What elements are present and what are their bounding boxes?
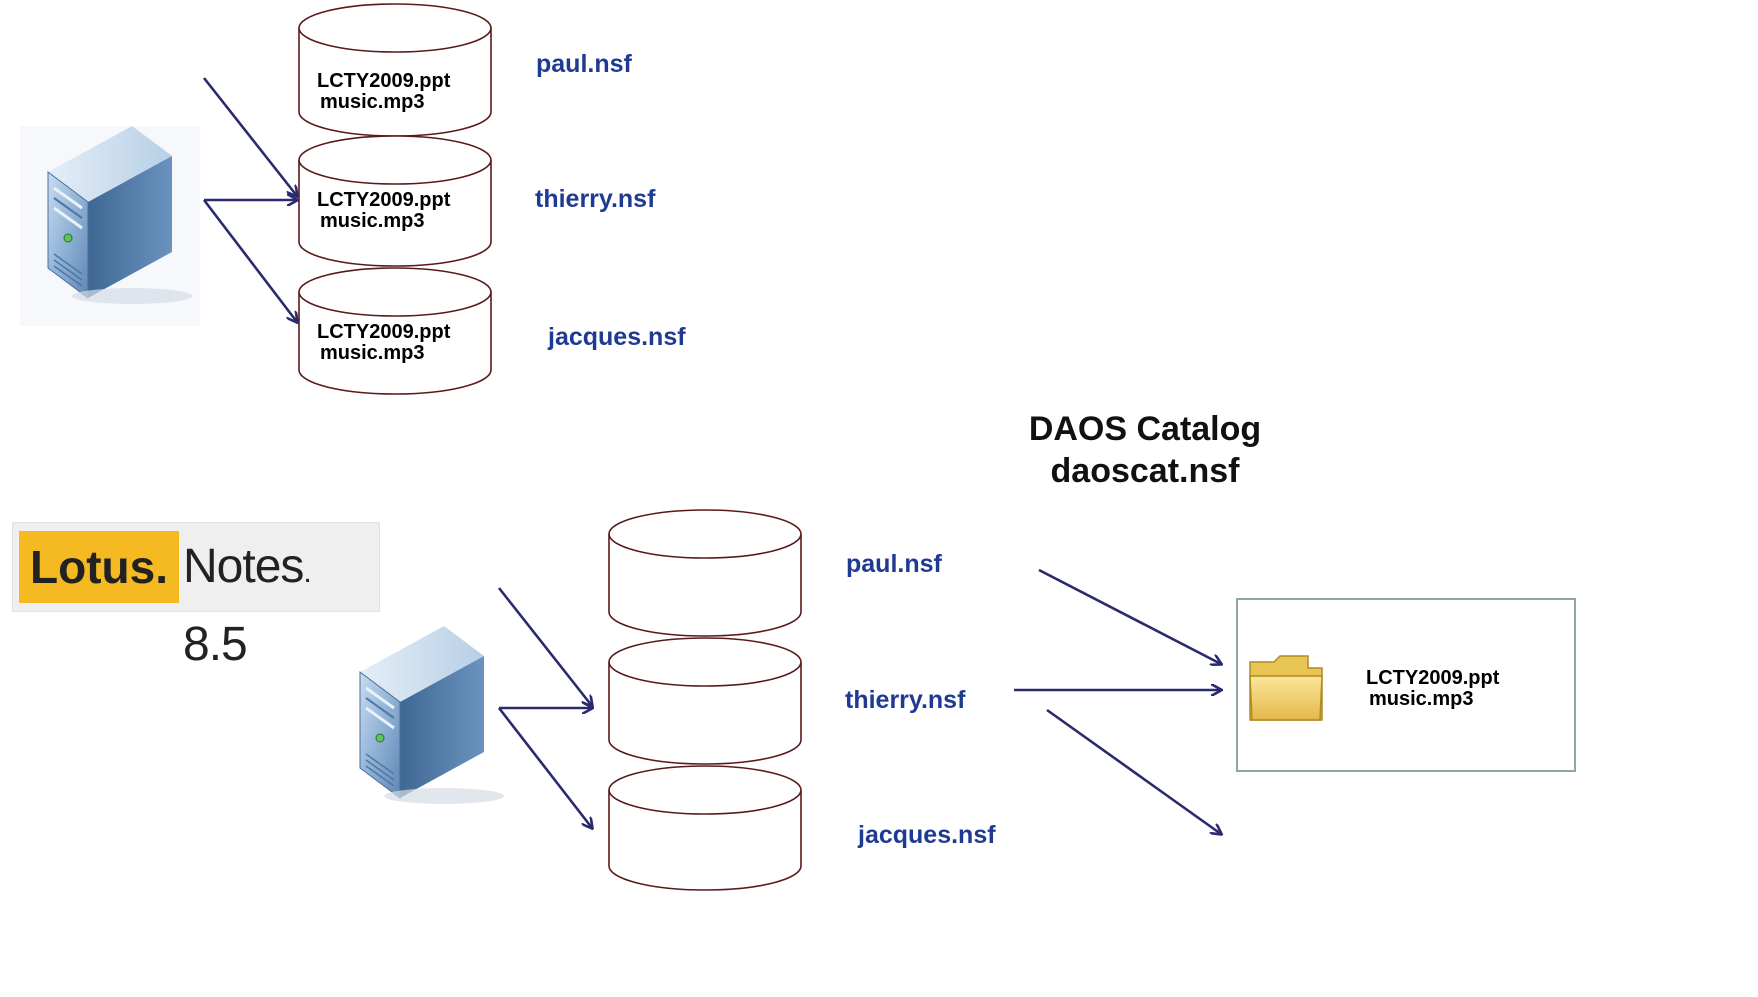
file-name: music.mp3 <box>320 342 425 364</box>
database-label: paul.nsf <box>846 550 942 578</box>
logo-version: 8.5 <box>183 618 248 671</box>
file-list: LCTY2009.ppt music.mp3 <box>317 71 450 113</box>
database-label: thierry.nsf <box>535 185 656 213</box>
catalog-filename: daoscat.nsf <box>1050 452 1240 490</box>
database-cylinder <box>298 267 492 395</box>
file-name: LCTY2009.ppt <box>317 321 451 343</box>
flow-arrows-catalog <box>1014 568 1221 834</box>
file-name: LCTY2009.ppt <box>317 70 451 92</box>
file-name: LCTY2009.ppt <box>317 189 451 211</box>
file-name: music.mp3 <box>320 91 425 113</box>
daos-catalog-store: LCTY2009.ppt music.mp3 <box>1236 598 1576 772</box>
database-cylinder <box>608 765 802 891</box>
file-list: LCTY2009.ppt music.mp3 <box>317 190 450 232</box>
server-tower-icon <box>359 626 504 804</box>
flow-arrows-top <box>202 77 297 322</box>
database-cylinder <box>298 3 492 137</box>
flow-arrows-bottom <box>497 587 592 828</box>
server-tower-icon <box>20 126 200 326</box>
database-cylinder <box>298 135 492 267</box>
logo-brand: Lotus. <box>19 531 179 603</box>
catalog-title: DAOS Catalog daoscat.nsf <box>1000 408 1290 492</box>
file-name: music.mp3 <box>320 210 425 232</box>
database-label: thierry.nsf <box>845 686 966 714</box>
catalog-name: DAOS Catalog <box>1028 410 1262 448</box>
logo-product-name: Notes <box>183 540 304 593</box>
file-name: music.mp3 <box>1369 688 1474 710</box>
file-list: LCTY2009.ppt music.mp3 <box>1366 668 1499 710</box>
database-label: paul.nsf <box>536 50 632 78</box>
database-label: jacques.nsf <box>548 323 686 351</box>
logo-product: Notes. 8.5 <box>183 540 312 671</box>
file-list: LCTY2009.ppt music.mp3 <box>317 322 450 364</box>
file-name: LCTY2009.ppt <box>1366 667 1500 689</box>
database-cylinder <box>608 509 802 637</box>
database-cylinder <box>608 637 802 765</box>
database-label: jacques.nsf <box>858 821 996 849</box>
lotus-notes-logo: Lotus. Notes. 8.5 <box>12 522 380 671</box>
folder-icon <box>1249 655 1323 721</box>
